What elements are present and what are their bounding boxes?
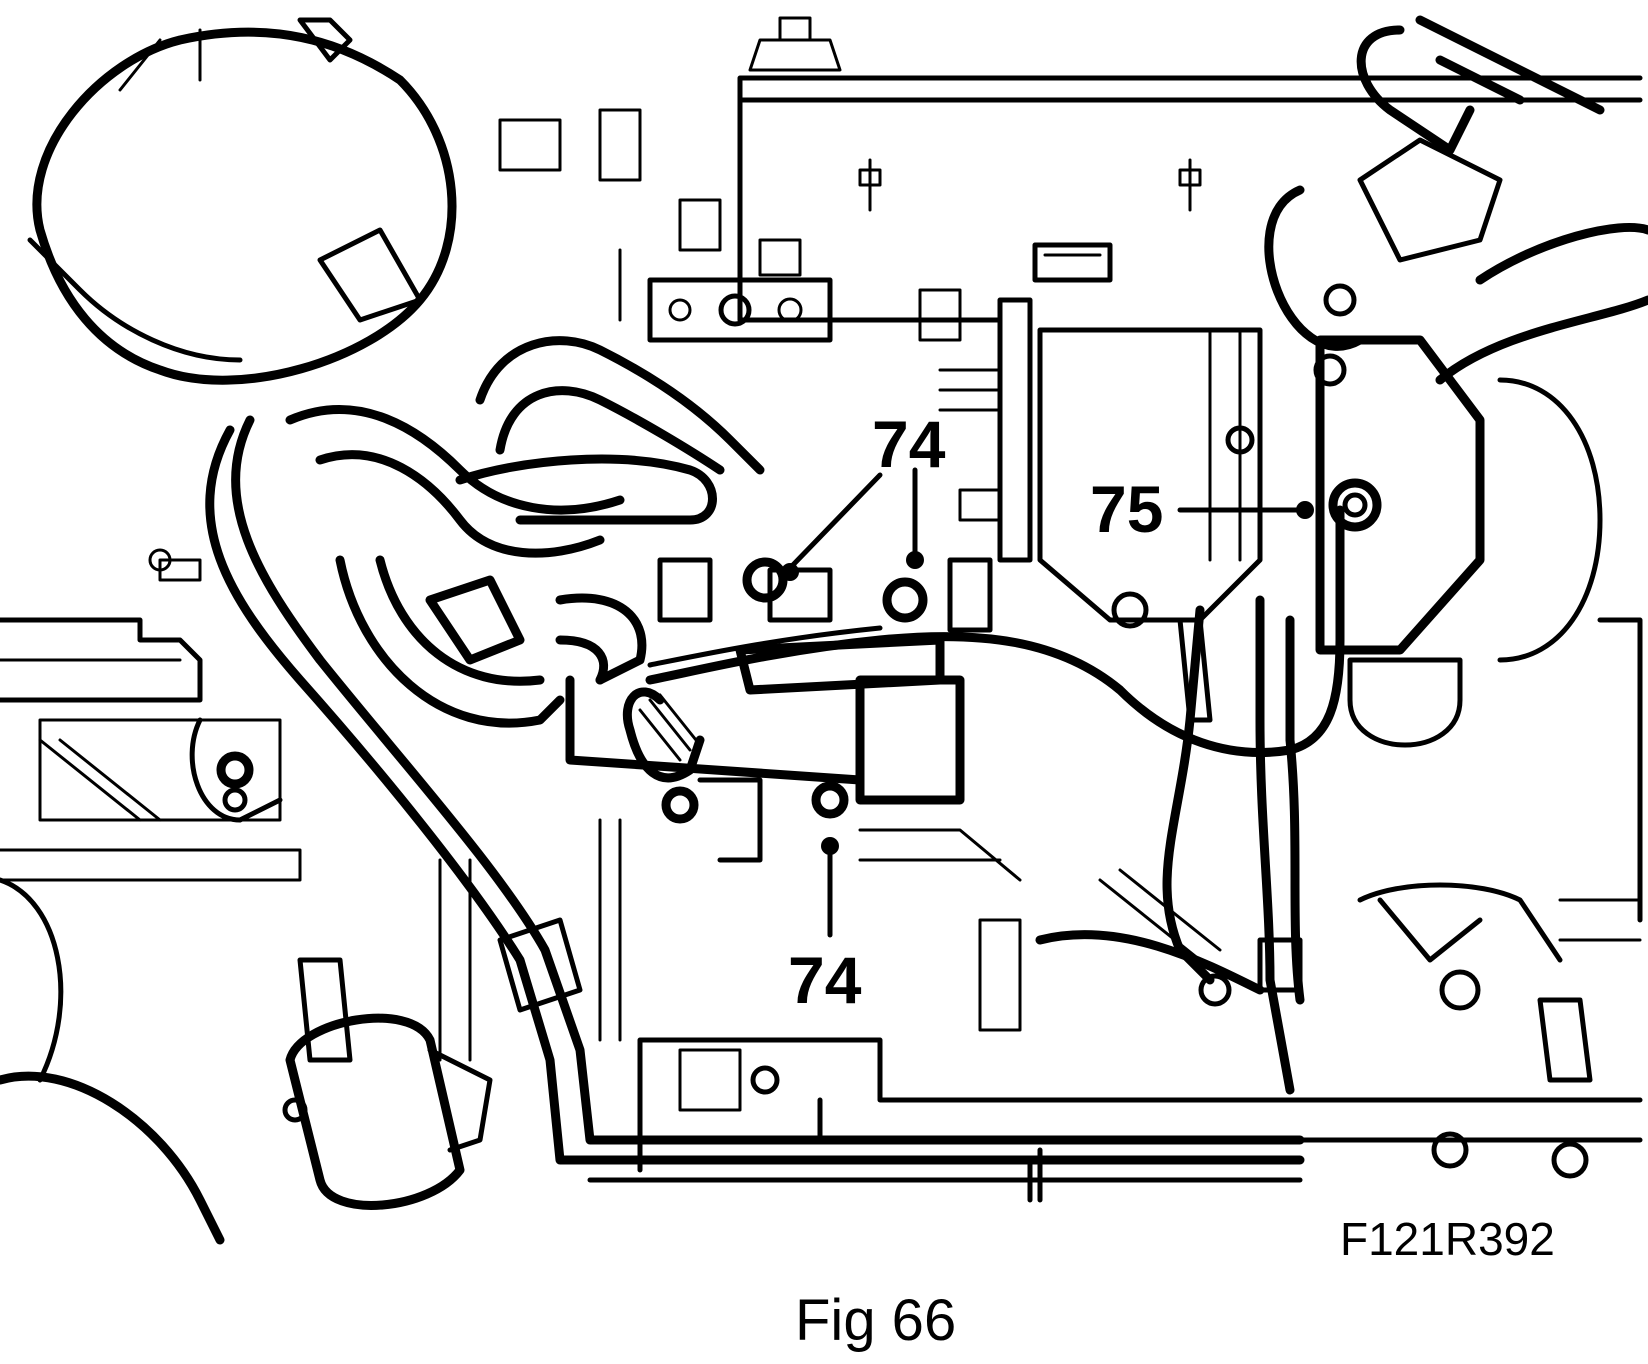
lower-left-pump — [0, 877, 493, 1245]
callout-74-top: 74 — [872, 407, 946, 481]
callout-leaders — [781, 467, 1314, 938]
expansion-tank — [27, 17, 457, 385]
cylinder-head-cover — [498, 16, 1643, 343]
callout-74-bottom: 74 — [788, 943, 862, 1017]
turbo-oil-pipe — [645, 478, 1382, 757]
leader-74-top-a — [787, 472, 883, 571]
coolant-hoses — [285, 336, 765, 728]
long-coolant-pipe — [205, 415, 1305, 1183]
right-hose-assembly — [1264, 15, 1648, 387]
exhaust-manifold — [918, 288, 1033, 563]
engine-mount — [0, 548, 302, 882]
thermostat-housing — [565, 557, 993, 863]
engine-subframe — [438, 617, 1643, 1203]
figure-code: F121R392 — [1340, 1213, 1555, 1265]
turbo-drain-pipes — [1162, 595, 1305, 1095]
figure-caption: Fig 66 — [795, 1288, 956, 1353]
callout-75: 75 — [1090, 472, 1163, 546]
